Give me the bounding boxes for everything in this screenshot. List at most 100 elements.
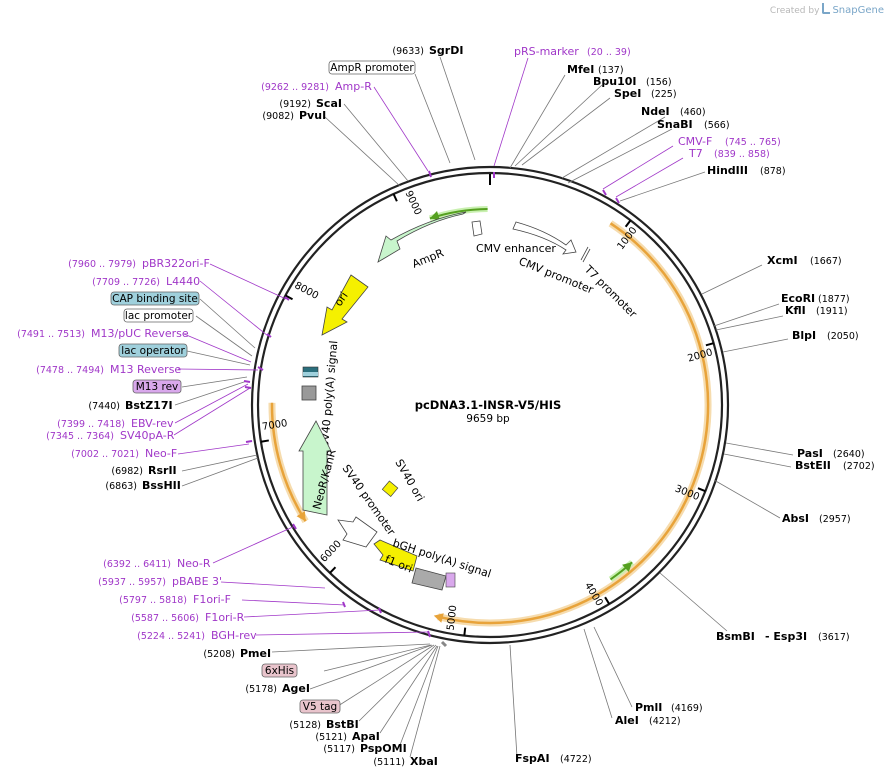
feature-box-label: lac promoter <box>125 310 193 322</box>
feature-sv40-promoter[interactable]: SV40 promoter <box>337 462 398 548</box>
feature-cmv-enhancer[interactable]: CMV enhancer CMV promoter <box>476 221 596 297</box>
credit-brand: SnapGene <box>832 5 884 16</box>
feature-box-label: lac operator <box>121 345 185 357</box>
feature-box <box>299 699 341 714</box>
feature-box <box>261 663 298 678</box>
primer-position: (7960 .. 7979) <box>68 259 136 270</box>
site-label: BssHII <box>142 479 181 492</box>
primer-position: (5224 .. 5241) <box>137 631 205 642</box>
ampr-label: AmpR <box>410 246 446 270</box>
site-position: (2640) <box>833 449 865 460</box>
site-label: AleI <box>615 714 639 727</box>
site-label: MfeI <box>567 63 594 76</box>
feature-box-label: AmpR promoter <box>330 62 414 74</box>
primer-label: SV40pA-R <box>120 429 175 442</box>
site-label: Bpu10I <box>593 75 637 88</box>
site-position: (4722) <box>560 754 592 765</box>
site-label: ScaI <box>316 97 342 110</box>
site-label: BstZ17I <box>125 399 173 412</box>
plasmid-name: pcDNA3.1-INSR-V5/HIS <box>415 398 562 412</box>
primer-position: (5587 .. 5606) <box>131 613 199 624</box>
site-position: (1877) <box>818 294 850 305</box>
neo-insert-arc <box>268 402 309 524</box>
site-label: PspOMI <box>360 742 407 755</box>
site-position: (460) <box>680 107 706 118</box>
backbone <box>250 165 730 645</box>
site-position: (3617) <box>818 632 850 643</box>
feature-sv40-ori: SV40 ori <box>381 457 427 504</box>
feature-box-label: V5 tag <box>303 701 337 713</box>
site-label: XbaI <box>410 755 438 768</box>
leader-lines <box>173 56 794 758</box>
plasmid-size: 9659 bp <box>466 413 510 425</box>
site-label: BstBI <box>326 718 359 731</box>
primer-label: pRS-marker <box>514 45 579 58</box>
insert-arc <box>433 220 712 627</box>
primer-position: (5937 .. 5957) <box>98 577 166 588</box>
site-label: SpeI <box>614 87 641 100</box>
primer-label: BGH-rev <box>211 629 257 642</box>
site-label: SnaBI <box>657 118 693 131</box>
primer-position: (745 .. 765) <box>725 137 781 148</box>
site-label: BlpI <box>792 329 816 342</box>
site-position: (5111) <box>373 757 405 768</box>
primer-position: (6392 .. 6411) <box>103 559 171 570</box>
primer-label: CMV-F <box>678 135 712 148</box>
site-label: - Esp3I <box>765 630 807 643</box>
site-position: (566) <box>704 120 730 131</box>
site-position: (156) <box>646 77 672 88</box>
primer-label: F1ori-R <box>205 611 245 624</box>
primer-label: EBV-rev <box>131 417 174 430</box>
site-label: HindIII <box>707 164 748 177</box>
site-position: (9082) <box>262 111 294 122</box>
site-label: FspAI <box>515 752 550 765</box>
site-position: (9633) <box>392 46 424 57</box>
primer-label: F1ori-F <box>193 593 231 606</box>
primer-label: Neo-F <box>145 447 177 460</box>
tick-label: 6000 <box>318 539 344 565</box>
site-position: (5128) <box>289 720 321 731</box>
feature-ori[interactable]: ori <box>321 274 369 336</box>
primer-position: (7478 .. 7494) <box>36 365 104 376</box>
primer-position: (7709 .. 7726) <box>92 277 160 288</box>
primer-label: Amp-R <box>335 80 372 93</box>
primer-position: (7345 .. 7364) <box>46 431 114 442</box>
site-position: (1667) <box>810 256 842 267</box>
primer-label: M13/pUC Reverse <box>91 327 189 340</box>
site-position: (6863) <box>105 481 137 492</box>
tick-mark <box>697 487 706 493</box>
primer-position: (839 .. 858) <box>714 149 770 160</box>
site-label: SgrDI <box>429 44 463 57</box>
cmv-enhancer-label: CMV enhancer <box>476 242 556 255</box>
tick-label: 9000 <box>403 189 424 217</box>
primer-label: M13 Reverse <box>110 363 181 376</box>
site-label: EcoRI <box>781 292 815 305</box>
sv40-ori-label: SV40 ori <box>392 457 426 504</box>
feature-box-label: 6xHis <box>265 665 294 677</box>
primer-label: pBABE 3' <box>172 575 222 588</box>
site-position: (7440) <box>88 401 120 412</box>
tick-mark <box>624 219 632 228</box>
tick-mark <box>705 342 714 347</box>
site-position: (4169) <box>671 703 703 714</box>
feature-ampr[interactable]: AmpR <box>377 211 468 271</box>
snapgene-logo-icon <box>822 3 831 14</box>
tick-mark <box>604 596 611 605</box>
feature-lac-small-boxes <box>301 366 319 401</box>
site-label: PmeI <box>240 647 271 660</box>
site-position: (5121) <box>315 732 347 743</box>
primer-label: T7 <box>688 147 703 160</box>
site-label: XcmI <box>767 254 798 267</box>
site-label: AbsI <box>782 512 809 525</box>
tick-label: 5000 <box>446 605 460 632</box>
primer-position: (7002 .. 7021) <box>71 449 139 460</box>
site-position: (9192) <box>279 99 311 110</box>
feature-neor[interactable]: NeoR/KanR <box>298 420 339 516</box>
site-label: BsmBI <box>716 630 755 643</box>
feature-box-label: M13 rev <box>136 381 179 393</box>
site-position: (5208) <box>203 649 235 660</box>
feature-box <box>132 379 182 394</box>
site-label: PmlI <box>635 701 662 714</box>
